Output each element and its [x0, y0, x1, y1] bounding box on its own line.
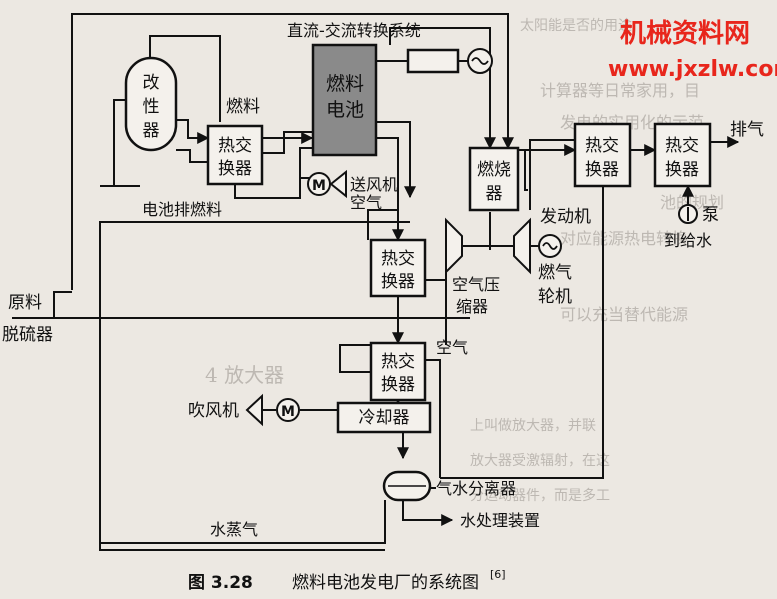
compressor-icon [445, 217, 463, 275]
svg-text:热交: 热交 [585, 136, 619, 156]
heat-exchanger-3: 热交 换器 [369, 341, 427, 402]
svg-text:轮机: 轮机 [538, 287, 572, 307]
svg-text:M: M [312, 178, 326, 194]
svg-text:热交: 热交 [381, 249, 415, 269]
svg-text:燃烧: 燃烧 [477, 160, 511, 180]
watermark: 机械资料网 www.jxzlw.com [608, 19, 777, 82]
gas-turbine-set: 发动机 空气压 缩器 燃气 轮机 [445, 207, 591, 316]
svg-text:器: 器 [143, 121, 160, 141]
heat-exchanger-4: 热交 换器 [573, 122, 632, 188]
svg-text:气水分离器: 气水分离器 [436, 479, 516, 498]
svg-text:电池: 电池 [326, 99, 364, 121]
svg-text:换器: 换器 [381, 375, 415, 395]
watermark-title: 机械资料网 [620, 19, 750, 49]
svg-text:池的规划: 池的规划 [660, 193, 724, 212]
svg-text:换器: 换器 [665, 160, 699, 180]
feedwater-pump: 泵 到给水 [664, 204, 719, 250]
svg-text:热交: 热交 [381, 352, 415, 372]
svg-text:送风机: 送风机 [350, 175, 398, 194]
fan-icon [329, 169, 347, 199]
svg-text:燃料电池发电厂的系统图: 燃料电池发电厂的系统图 [292, 573, 479, 593]
exhaust-label: 排气 [730, 120, 764, 140]
svg-text:换器: 换器 [585, 160, 619, 180]
svg-text:太阳能是否的用途: 太阳能是否的用途 [520, 17, 632, 34]
svg-text:可以充当替代能源: 可以充当替代能源 [560, 305, 688, 324]
heat-exchanger-2: 热交 换器 [369, 238, 427, 298]
svg-text:上叫做放大器，并联: 上叫做放大器，并联 [470, 418, 596, 434]
svg-text:缩器: 缩器 [456, 297, 488, 316]
svg-text:4 放大器: 4 放大器 [205, 363, 284, 387]
pipework [12, 13, 740, 551]
battery-exhaust-fuel-label: 电池排燃料 [142, 200, 222, 219]
desulfurizer-label: 脱硫器 [2, 325, 53, 345]
svg-text:热交: 热交 [218, 136, 252, 156]
ac-source-icon [471, 57, 489, 65]
fan-icon [245, 393, 263, 427]
figure-caption: 图 3.28 燃料电池发电厂的系统图 [6] [188, 568, 506, 593]
svg-text:空气压: 空气压 [452, 275, 500, 294]
svg-text:吹风机: 吹风机 [188, 401, 239, 421]
fuel-label: 燃料 [226, 97, 260, 117]
heat-exchanger-5: 热交 换器 [653, 122, 712, 188]
svg-text:器: 器 [486, 184, 503, 204]
svg-text:热交: 热交 [665, 136, 699, 156]
svg-text:到给水: 到给水 [664, 231, 712, 250]
cooling-fan: 吹风机 M [188, 393, 300, 427]
svg-text:直流-交流转换系统: 直流-交流转换系统 [287, 21, 421, 40]
combustor: 燃烧 器 [468, 146, 520, 212]
svg-text:性: 性 [143, 97, 160, 117]
svg-text:对应能源热电转换: 对应能源热电转换 [560, 229, 688, 248]
svg-text:泵: 泵 [702, 205, 719, 225]
steam-label: 水蒸气 [210, 520, 258, 539]
svg-text:空气: 空气 [350, 193, 382, 212]
motor-icon [276, 398, 300, 422]
svg-text:发动机: 发动机 [540, 207, 591, 227]
watermark-url: www.jxzlw.com [608, 57, 777, 82]
cooler: 冷却器 [336, 401, 432, 434]
svg-text:计算器等日常家用，目: 计算器等日常家用，目 [540, 81, 700, 100]
reformer: 改 性 器 [124, 56, 178, 152]
water-treatment-label: 水处理装置 [460, 511, 540, 530]
background-bleed-text: 太阳能是否的用途 计算器等日常家用，目 发电的实用化的示范 池的规划 对应能源热… [205, 17, 724, 504]
heat-exchanger-1: 热交 换器 [206, 124, 264, 186]
svg-text:换器: 换器 [218, 159, 252, 179]
air-blower: M 送风机 空气 [307, 169, 398, 212]
air-intake-label: 空气 [436, 338, 468, 357]
svg-text:图 3.28: 图 3.28 [188, 573, 253, 593]
svg-text:[6]: [6] [490, 568, 506, 581]
svg-text:换器: 换器 [381, 272, 415, 292]
svg-text:冷却器: 冷却器 [359, 408, 410, 428]
svg-text:燃气: 燃气 [538, 263, 572, 283]
dc-ac-converter: 直流-交流转换系统 [287, 21, 493, 74]
raw-material-label: 原料 [8, 293, 42, 313]
fuel-cell: 燃料 电池 [311, 43, 378, 157]
svg-text:改: 改 [143, 73, 160, 93]
turbine-icon [513, 217, 531, 275]
svg-text:放大器受激辐射，在这: 放大器受激辐射，在这 [470, 452, 610, 469]
svg-text:燃料: 燃料 [326, 73, 364, 95]
svg-text:分运动器件，而是多工: 分运动器件，而是多工 [470, 487, 610, 504]
svg-text:M: M [281, 404, 295, 420]
gas-water-separator: 气水分离器 [382, 470, 516, 502]
